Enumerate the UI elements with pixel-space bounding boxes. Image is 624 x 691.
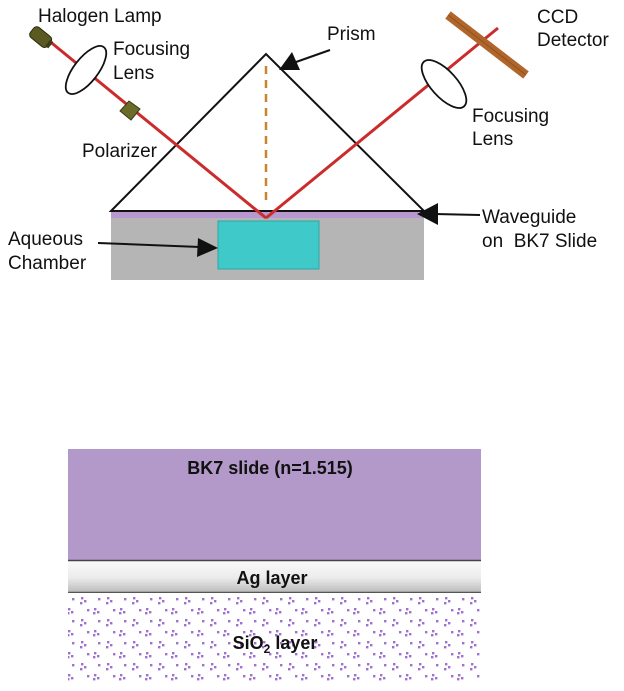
aqueous-chamber xyxy=(217,220,320,270)
bk7-slide-label: BK7 slide (n=1.515) xyxy=(187,458,353,478)
prism-label: Prism xyxy=(327,24,376,45)
sio2-label-suffix: layer xyxy=(270,633,317,653)
optical-setup: Halogen Lamp Focusing Lens Prism CCD Det… xyxy=(8,6,609,280)
chamber-arrow xyxy=(97,238,218,257)
reflected-beam xyxy=(265,26,499,220)
left-lens-label-line2: Lens xyxy=(113,63,154,84)
sio2-label-subscript: 2 xyxy=(264,642,271,656)
detector-label-line2: Detector xyxy=(537,30,609,51)
polarizer-icon xyxy=(119,100,141,121)
left-lens-label-line1: Focusing xyxy=(113,39,190,60)
waveguide-label-line2: on BK7 Slide xyxy=(482,231,597,252)
bk7-slide-layer xyxy=(68,449,481,560)
left-focusing-lens-icon xyxy=(64,45,108,95)
detector-label-line1: CCD xyxy=(537,7,578,28)
halogen-lamp-icon xyxy=(29,26,54,49)
chamber-label-line1: Aqueous xyxy=(8,229,83,250)
ag-layer-label: Ag layer xyxy=(236,568,307,588)
waveguide-layer xyxy=(111,211,424,218)
waveguide-label-line1: Waveguide xyxy=(482,207,576,228)
prism xyxy=(108,52,427,212)
right-lens-label-line2: Lens xyxy=(472,129,513,150)
sio2-layer-label: SiO2 layer xyxy=(233,633,318,656)
prism-arrow xyxy=(279,49,331,70)
sio2-layer xyxy=(68,593,481,685)
right-focusing-lens-icon xyxy=(420,59,468,109)
layer-stack: BK7 slide (n=1.515) Ag layer SiO2 layer xyxy=(68,449,481,685)
chamber-label-line2: Chamber xyxy=(8,253,87,274)
lamp-label: Halogen Lamp xyxy=(38,6,162,27)
right-lens-label-line1: Focusing xyxy=(472,106,549,127)
polarizer-label: Polarizer xyxy=(82,141,158,162)
ag-layer xyxy=(68,560,481,592)
sio2-label-main: SiO xyxy=(233,633,264,653)
waveguide-arrow xyxy=(417,203,481,225)
ccd-detector-edge xyxy=(447,14,527,76)
